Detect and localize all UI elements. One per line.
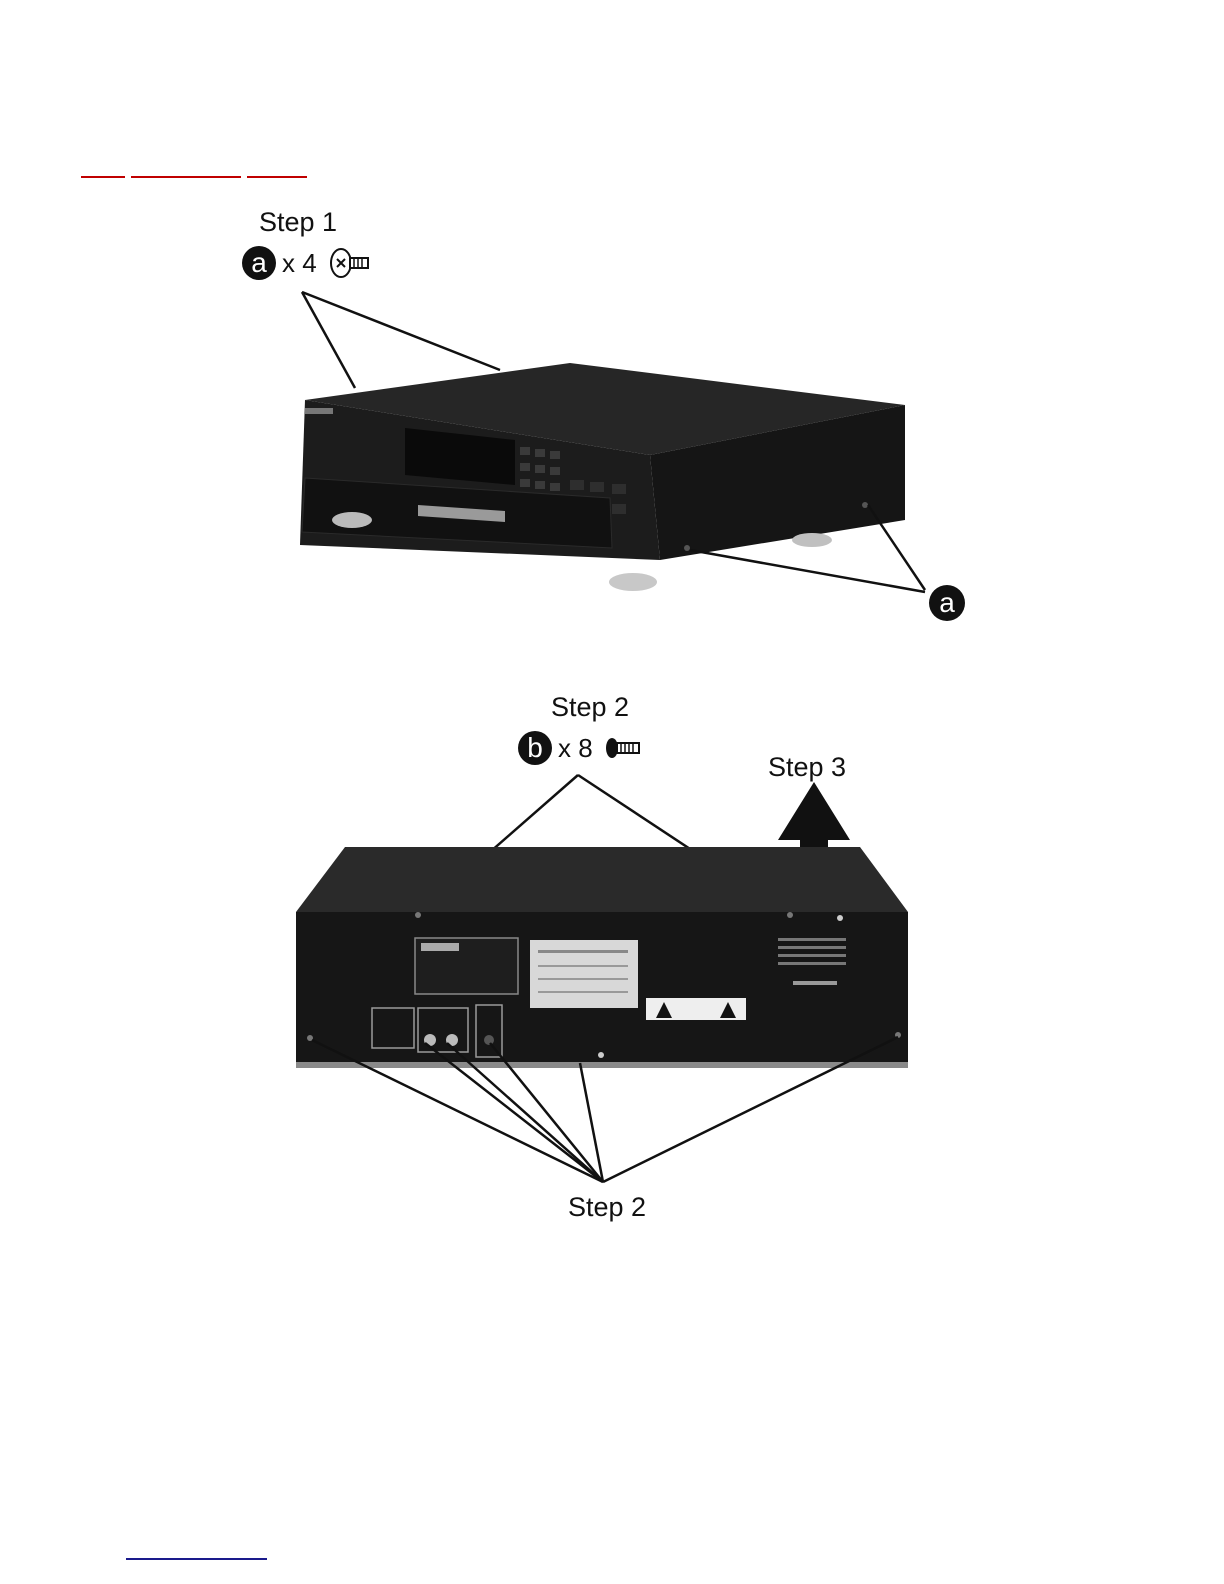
figure1-leader-line-side-2 [868, 505, 925, 590]
callout-a-badge: a [929, 585, 965, 621]
cd-changer-front-view [300, 363, 905, 591]
figure1-screw-count-row: a x 4 [242, 246, 373, 280]
figure2-leader-line-right [578, 775, 790, 915]
figure2-lift-label: Step 3 [768, 752, 846, 783]
top-link-3[interactable] [247, 176, 307, 178]
screw-a-count: x 4 [282, 248, 317, 279]
bottom-link[interactable] [126, 1558, 267, 1560]
screw-icon [605, 736, 641, 760]
lift-arrow [778, 782, 850, 884]
screw-b-badge: b [518, 731, 552, 765]
screw-a-badge: a [242, 246, 276, 280]
figure2-screw-count-row: b x 8 [518, 731, 641, 765]
figure1-leader-line-side-1 [690, 550, 925, 592]
cd-changer-rear-view [296, 847, 908, 1068]
figure1-leader-line-left [302, 292, 355, 388]
figure2-bottom-leader-lines [312, 1037, 898, 1182]
figure2-leader-line-left [418, 775, 578, 915]
screw-b-count: x 8 [558, 733, 593, 764]
top-link-2[interactable] [131, 176, 241, 178]
figure2-step-label: Step 2 [551, 692, 629, 723]
figure1-leader-line-right [302, 292, 500, 370]
figure2-bottom-step-label: Step 2 [568, 1192, 646, 1223]
top-link-1[interactable] [81, 176, 125, 178]
figure1-step-label: Step 1 [259, 207, 337, 238]
phillips-screw-icon [329, 247, 373, 279]
